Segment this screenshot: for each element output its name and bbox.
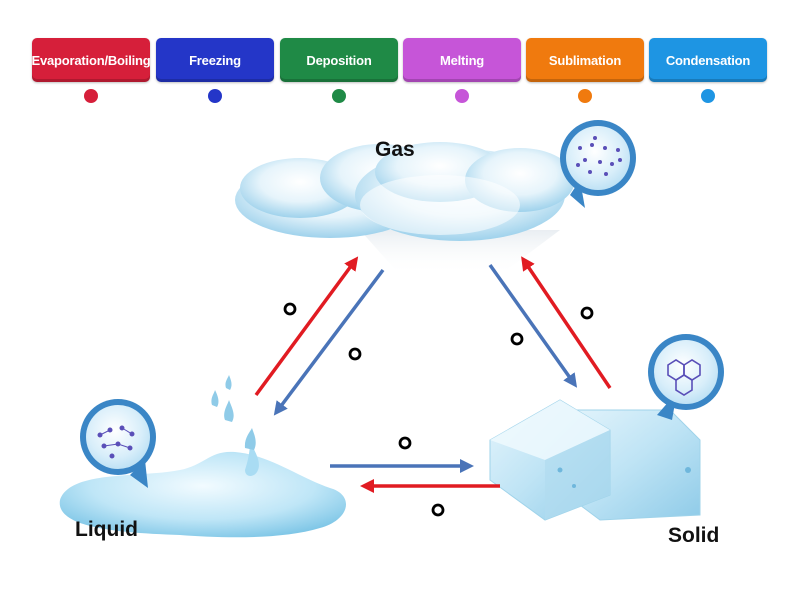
label-tile-bank: Evaporation/Boiling Freezing Deposition …: [0, 0, 800, 110]
tile-label: Evaporation/Boiling: [31, 52, 151, 68]
arrow-solid-to-gas: [521, 256, 612, 389]
gas-cloud: [235, 142, 575, 241]
solid-lattice-bubble: [648, 334, 724, 420]
tile-deposition[interactable]: Deposition: [280, 38, 398, 82]
liquid-molecule-bubble: [80, 399, 156, 488]
tile-evaporation-boiling[interactable]: Evaporation/Boiling: [31, 38, 151, 82]
tile-condensation[interactable]: Condensation: [649, 38, 767, 82]
tile-melting[interactable]: Melting: [403, 38, 521, 82]
gas-molecule-bubble: [560, 120, 636, 208]
pin-dot-melting: [455, 89, 469, 103]
arrow-liquid-to-gas: [254, 256, 359, 397]
liquid-puddle: [59, 375, 347, 538]
solid-label: Solid: [668, 524, 720, 547]
pin-dot-sublimation: [578, 89, 592, 103]
tile-label: Freezing: [189, 52, 241, 68]
pin-dot-deposition: [332, 89, 346, 103]
arrow-gas-to-solid: [488, 263, 578, 388]
solid-ice-cubes: [489, 399, 701, 521]
tile-label: Deposition: [306, 52, 372, 68]
tile-sublimation[interactable]: Sublimation: [526, 38, 644, 82]
arrow-gas-to-liquid: [273, 268, 385, 416]
tile-label: Condensation: [665, 52, 751, 68]
gas-label: Gas: [375, 138, 415, 161]
tile-label: Sublimation: [548, 52, 622, 68]
pin-dot-condensation: [701, 89, 715, 103]
cloud-shadow: [360, 230, 560, 275]
pin-dot-freezing: [208, 89, 222, 103]
tile-freezing[interactable]: Freezing: [156, 38, 274, 82]
tile-label: Melting: [439, 52, 485, 68]
liquid-label: Liquid: [75, 518, 138, 541]
pin-dot-evaporation: [84, 89, 98, 103]
